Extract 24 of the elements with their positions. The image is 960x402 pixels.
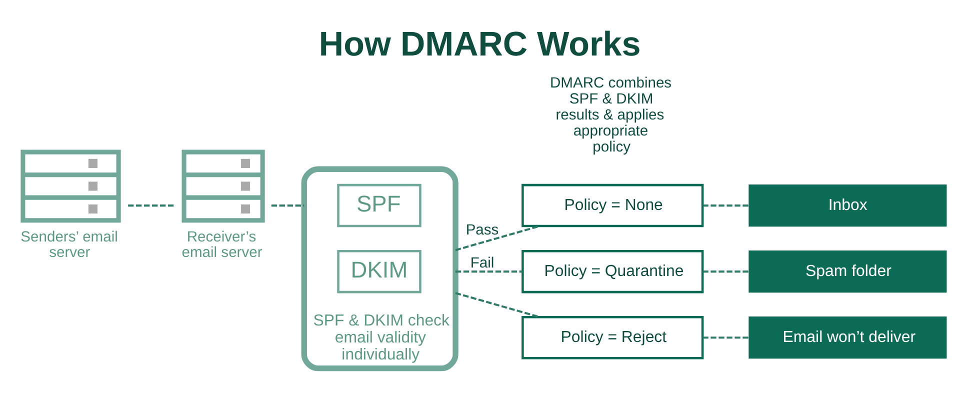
node-box [182, 150, 265, 223]
node-box: Email won’t deliver [748, 316, 947, 359]
connector [128, 204, 174, 207]
node-box: Inbox [748, 184, 947, 227]
node-box [20, 150, 121, 223]
node-box: Policy = Reject [522, 316, 704, 360]
node-box: Spam folder [748, 250, 947, 293]
node-box: Policy = None [522, 184, 704, 228]
node-label: Senders’ email server [20, 229, 118, 262]
edge-label: Pass [466, 222, 499, 238]
edge-label: Fail [470, 255, 494, 272]
node-box: DKIM [337, 250, 422, 294]
node-box: SPF [337, 184, 422, 228]
connector [271, 204, 304, 207]
node-box: Policy = Quarantine [522, 250, 704, 294]
connector [456, 270, 522, 273]
connector [455, 225, 540, 252]
connector [702, 336, 750, 339]
connector [702, 270, 750, 273]
connector [702, 204, 750, 207]
node-label: Receiver’s email server [182, 229, 262, 262]
label: DMARC combines SPF & DKIM results & applies appropriate policy [550, 76, 672, 156]
connector [455, 292, 540, 318]
diagram-title: How DMARC Works [318, 25, 641, 64]
